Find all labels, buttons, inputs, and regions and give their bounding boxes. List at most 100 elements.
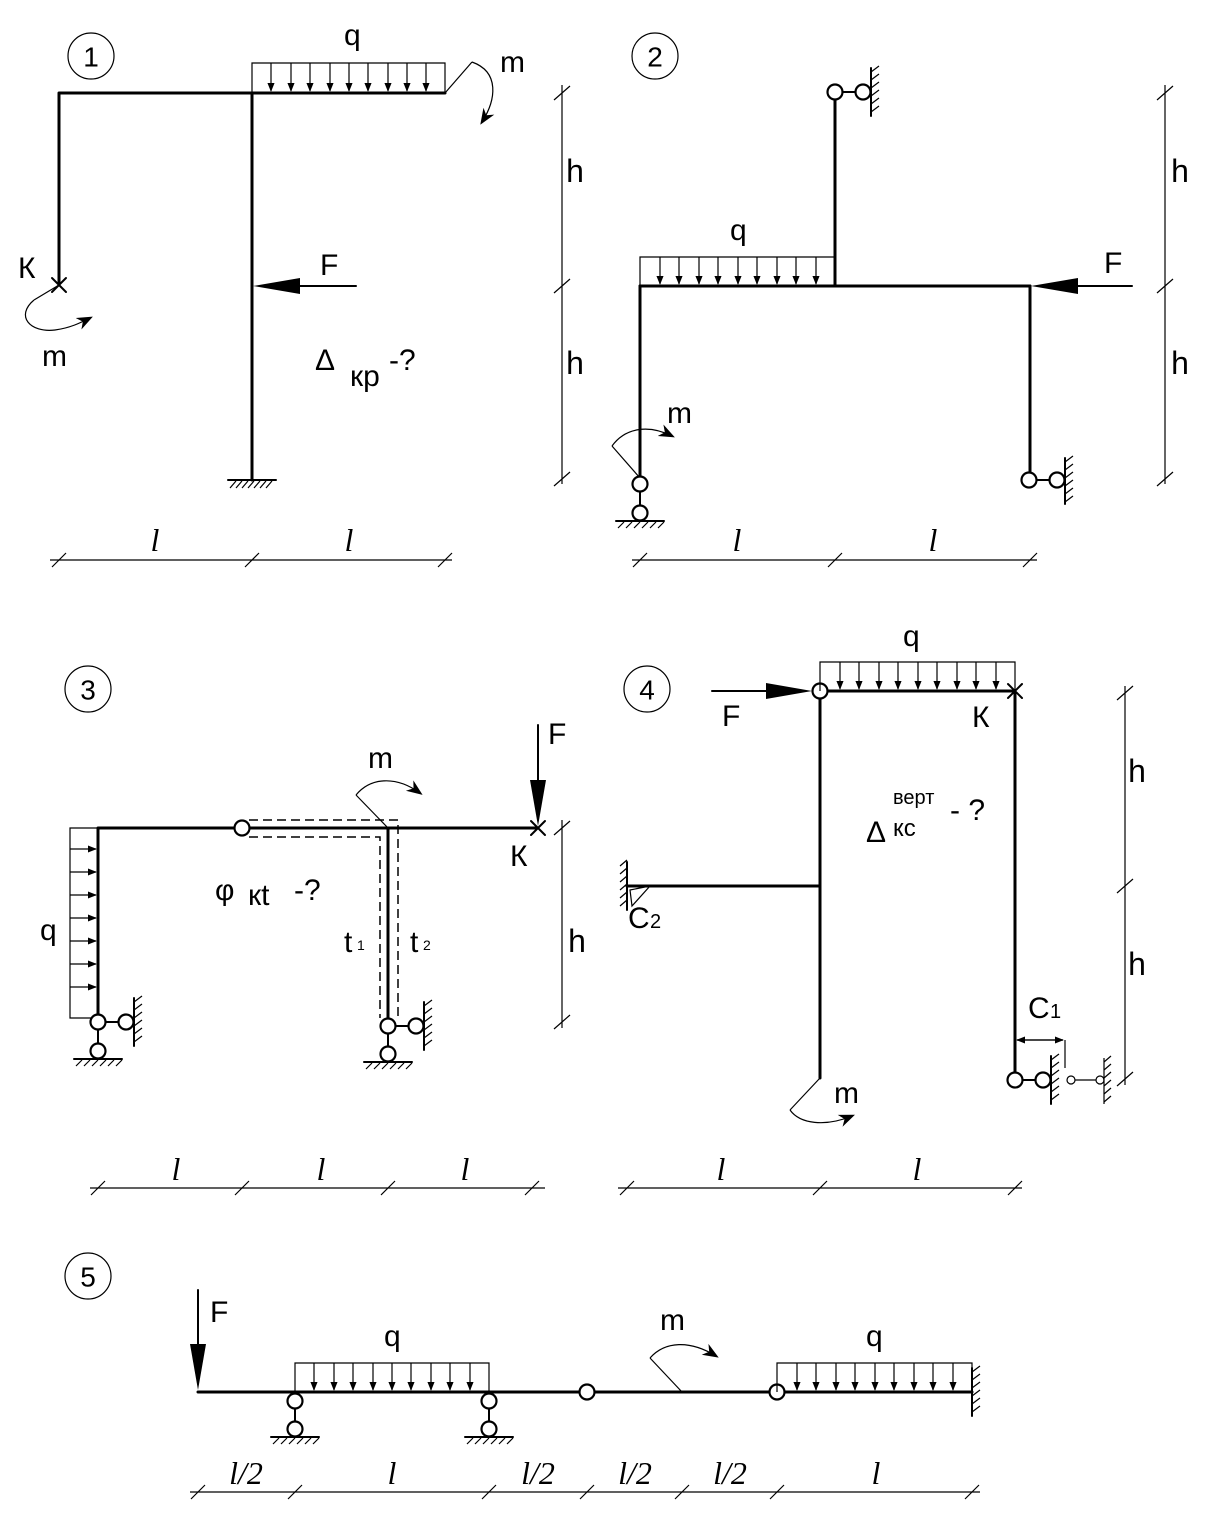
settlement-c1-sub: 1 [1050,1001,1061,1023]
panel-1: 1 q m К [18,19,584,568]
dim-l-2: l [913,1151,922,1187]
roller-support-right [1020,455,1074,505]
settlement-c2: C [628,902,650,935]
displaced-support-ghost [1066,1055,1112,1104]
delta-subscript: кр [350,360,380,393]
horizontal-dimension [632,552,1038,568]
phi-symbol: φ [215,874,234,907]
pin-support-1 [270,1392,320,1445]
load-q-2-label: q [866,1320,883,1353]
panel-number: 1 [83,42,99,73]
moment-m-label: m [660,1304,685,1337]
distributed-load-q-2 [776,1362,973,1392]
vertical-dimension [553,820,571,1030]
dim-l-1: l [172,1151,181,1187]
support-left-hinged [73,995,143,1067]
force-f [1031,278,1133,294]
dim-l-2: l [929,522,938,558]
panel-2: 2 q F [611,32,1189,568]
point-k-label: К [972,701,990,734]
dim-l-2: l [345,522,354,558]
delta-subscript: кс [893,815,916,842]
dim-l-1: l [733,522,742,558]
dim-l-3: l [461,1151,470,1187]
delta-symbol: Δ [315,344,335,377]
frame-3-members [96,819,540,1022]
moment-m [355,780,423,829]
dim-seg-6: l [872,1455,881,1491]
moment-m-top-label: m [500,46,525,79]
vertical-dimension [1156,85,1174,487]
hinge [233,819,251,837]
pin-support-left [615,475,665,529]
dim-h-upper: h [566,153,584,189]
panel-number-circle [631,32,679,80]
panel-4: 4 C 2 q [618,620,1146,1196]
temperature-t2-sub: 2 [423,937,431,953]
panel-number-circle [64,665,112,713]
dim-h: h [568,923,586,959]
force-f-label: F [548,718,566,751]
moment-m [649,1343,719,1393]
settlement-c2-sub: 2 [650,911,661,933]
load-q-1-label: q [384,1320,401,1353]
phi-question: -? [294,874,321,907]
delta-question: -? [389,344,416,377]
fixed-support [227,479,277,489]
temperature-t1-sub: 1 [357,937,365,953]
dim-seg-3: l/2 [521,1455,555,1491]
panel-number: 2 [647,42,663,73]
top-link-support [826,65,880,117]
dim-seg-5: l/2 [713,1455,747,1491]
vertical-dimension [1116,685,1134,1087]
frame-4-members [625,682,1017,1080]
distributed-load-q-horizontal [69,827,98,1019]
delta-question: - ? [950,794,985,827]
fixed-support-left [619,859,652,911]
dim-h-upper: h [1171,153,1189,189]
point-k-cross [530,820,546,836]
force-f [530,724,546,826]
force-f [711,683,812,699]
moment-m [611,424,675,479]
delta-symbol: Δ [866,816,886,849]
panel-number: 4 [639,675,655,706]
horizontal-dimension [190,1484,980,1500]
panel-number: 3 [80,675,96,706]
dim-l-1: l [151,522,160,558]
load-q-label: q [344,19,361,52]
force-f [190,1289,206,1390]
dim-h-upper: h [1128,753,1146,789]
horizontal-dimension [90,1180,545,1196]
moment-m-top [444,61,495,125]
point-k-cross [1007,683,1023,699]
frame-1-members [57,91,447,482]
support-right-hinged [363,999,433,1070]
moment-m-label: m [667,397,692,430]
phi-subscript: кt [248,879,270,912]
force-f-label: F [1104,247,1122,280]
force-f-label: F [320,249,338,282]
horizontal-dimension [50,552,453,568]
load-q-label: q [730,214,747,247]
dim-seg-4: l/2 [618,1455,652,1491]
moment-m-label: m [834,1077,859,1110]
temperature-dashed-outline [249,819,399,1018]
hinge [578,1383,596,1401]
moment-m-k-label: m [42,340,67,373]
dim-l-2: l [317,1151,326,1187]
panel-number-circle [623,665,671,713]
settlement-c1-dimension [1016,1036,1066,1068]
moment-m-k [24,284,93,331]
force-f [253,278,357,294]
panel-5: 5 F [64,1252,981,1500]
load-q-label: q [40,914,57,947]
dim-h-lower: h [1171,345,1189,381]
panel-number: 5 [80,1262,96,1293]
point-k-label: К [510,840,528,873]
fixed-support-right [971,1365,981,1417]
moment-m-label: m [368,742,393,775]
temperature-t1: t [344,926,353,959]
dim-h-lower: h [1128,946,1146,982]
